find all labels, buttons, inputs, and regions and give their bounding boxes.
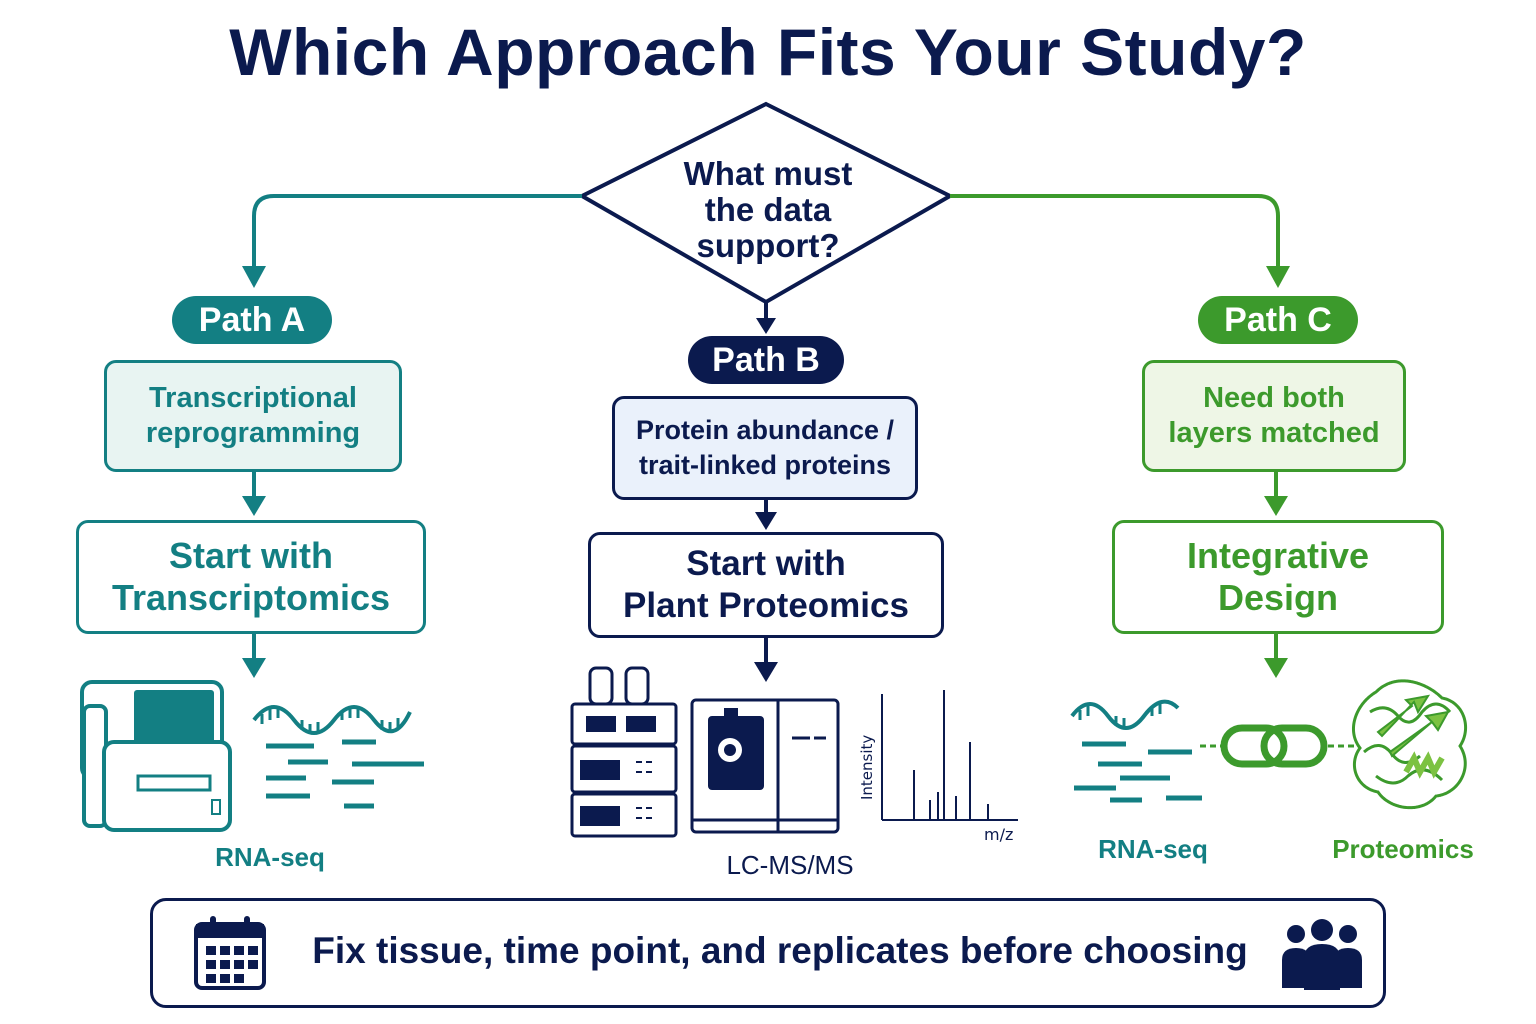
path-b-icon-label: LC-MS/MS (726, 850, 854, 880)
path-b-question-line-2: trait-linked proteins (638, 450, 891, 480)
path-c-action-box: Integrative Design (1112, 520, 1444, 634)
path-a-icon-label: RNA-seq (215, 842, 325, 872)
path-a-action-line-2: Transcriptomics (111, 577, 391, 618)
connector-to-path-c (950, 194, 1280, 270)
arrow-c-action-to-icons (1264, 658, 1288, 678)
decision-line-1: What must (683, 155, 853, 192)
path-c-question-line-2: layers matched (1168, 417, 1380, 449)
calendar-icon (194, 916, 266, 990)
path-c-question-line-1: Need both (1203, 382, 1345, 414)
mass-spectrometer-icon (690, 698, 840, 834)
path-c-badge: Path C (1198, 296, 1358, 344)
protein-structure-icon (1351, 679, 1468, 810)
rna-reads-icon (252, 705, 424, 809)
path-a-question-box: Transcriptional reprogramming (104, 360, 402, 472)
connector-to-path-a (252, 194, 582, 270)
path-a-badge: Path A (172, 296, 332, 344)
mass-spectrum-icon: Intensity m/z (858, 690, 1018, 844)
hplc-stack-icon (570, 666, 678, 838)
spectrum-xlabel: m/z (984, 825, 1013, 844)
spectrum-ylabel: Intensity (858, 735, 876, 800)
arrow-c-question-to-action (1264, 496, 1288, 516)
path-a-action-box: Start with Transcriptomics (76, 520, 426, 634)
path-c-question-box: Need both layers matched (1142, 360, 1406, 472)
people-group-icon (1282, 919, 1362, 990)
decision-question: What must the data support? (660, 156, 876, 264)
decision-line-3: support? (696, 227, 840, 264)
path-b-question-line-1: Protein abundance / (635, 415, 895, 445)
arrow-b-question-to-action (755, 512, 777, 530)
arrow-to-path-c (1266, 266, 1290, 288)
arrow-b-action-to-icons (754, 662, 778, 682)
arrow-a-action-to-icons (242, 658, 266, 678)
path-c-action-line-1: Integrative (1186, 535, 1370, 576)
arrow-a-question-to-action (242, 496, 266, 516)
path-c-proteomics-label: Proteomics (1332, 834, 1474, 864)
path-b-action-line-1: Start with (686, 544, 846, 583)
path-a-question-line-1: Transcriptional (149, 382, 357, 414)
path-b-question-box: Protein abundance / trait-linked protein… (612, 396, 918, 500)
path-b-badge: Path B (688, 336, 844, 384)
path-c-rnaseq-label: RNA-seq (1098, 834, 1208, 864)
path-b-action-line-2: Plant Proteomics (623, 586, 909, 625)
link-chain-icon (1200, 724, 1354, 768)
path-a-question-line-2: reprogramming (145, 417, 361, 449)
rna-reads-icon (1070, 699, 1202, 803)
path-c-action-line-2: Design (1217, 577, 1339, 618)
footer-note-text: Fix tissue, time point, and replicates b… (312, 930, 1248, 971)
page-title: Which Approach Fits Your Study? (229, 15, 1307, 89)
decision-line-2: the data (704, 191, 832, 228)
sequencer-icon (80, 680, 232, 832)
footer-note-box (150, 898, 1386, 1008)
path-b-action-box: Start with Plant Proteomics (588, 532, 944, 638)
path-a-action-line-1: Start with (168, 535, 333, 576)
arrow-to-path-b (756, 318, 776, 334)
arrow-to-path-a (242, 266, 266, 288)
